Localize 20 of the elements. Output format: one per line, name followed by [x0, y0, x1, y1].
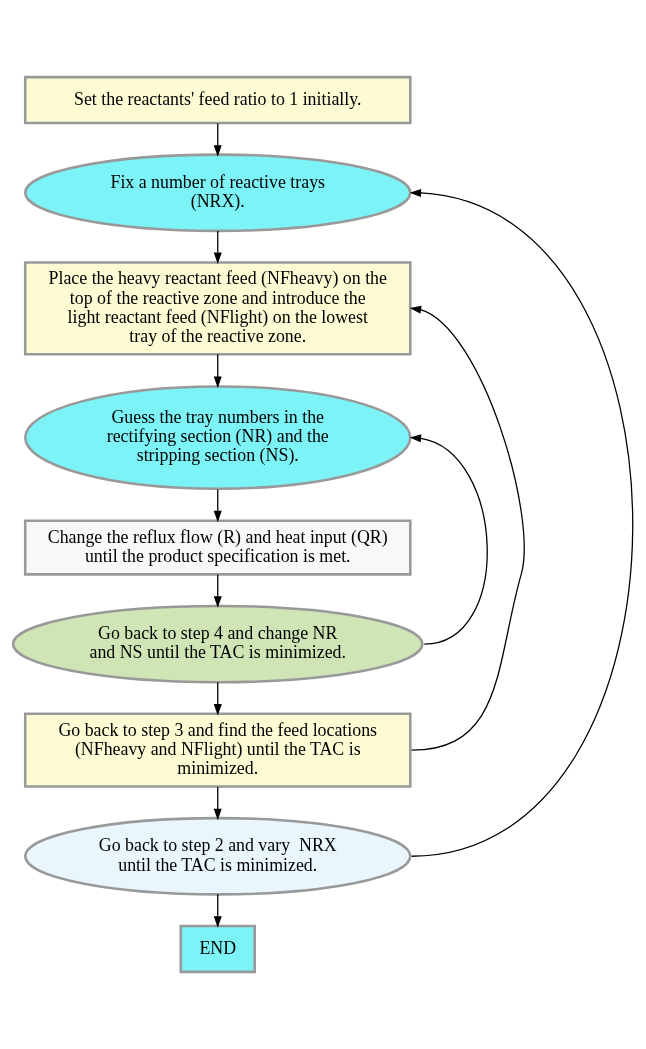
- arrow: [213, 786, 222, 821]
- node-box: Set the reactants' feed ratio to 1 initially.: [23, 75, 412, 125]
- node-ellipse: Fix a number of reactive trays (NRX).: [23, 153, 412, 233]
- node-box: END: [179, 924, 256, 974]
- node-ellipse: Guess the tray numbers in the rectifying section (NR) and the stripping section (NS).: [23, 385, 412, 490]
- arrow: [409, 188, 634, 857]
- arrow: [213, 573, 222, 608]
- arrow: [213, 681, 222, 716]
- arrow: [409, 305, 525, 751]
- arrow: [213, 353, 222, 388]
- node-box: Change the reflux flow (R) and heat input (QR) until the product specification is met.: [23, 519, 412, 576]
- node-box: Go back to step 3 and find the feed locations (NFheavy and NFlight) until the TAC is minimized.: [23, 712, 412, 788]
- arrow: [213, 488, 222, 523]
- node-box: Place the heavy reactant feed (NFheavy) on the top of the reactive zone and introduce the light reactant feed (NFlight) on the lowest tray of the reactive zone.: [23, 261, 412, 356]
- arrow: [213, 230, 222, 265]
- node-ellipse: Go back to step 4 and change NR and NS until the TAC is minimized.: [11, 604, 424, 684]
- arrow: [213, 893, 222, 928]
- node-ellipse: Go back to step 2 and vary NRX until the TAC is minimized.: [23, 816, 412, 896]
- arrow: [213, 122, 222, 157]
- arrow: [409, 434, 488, 645]
